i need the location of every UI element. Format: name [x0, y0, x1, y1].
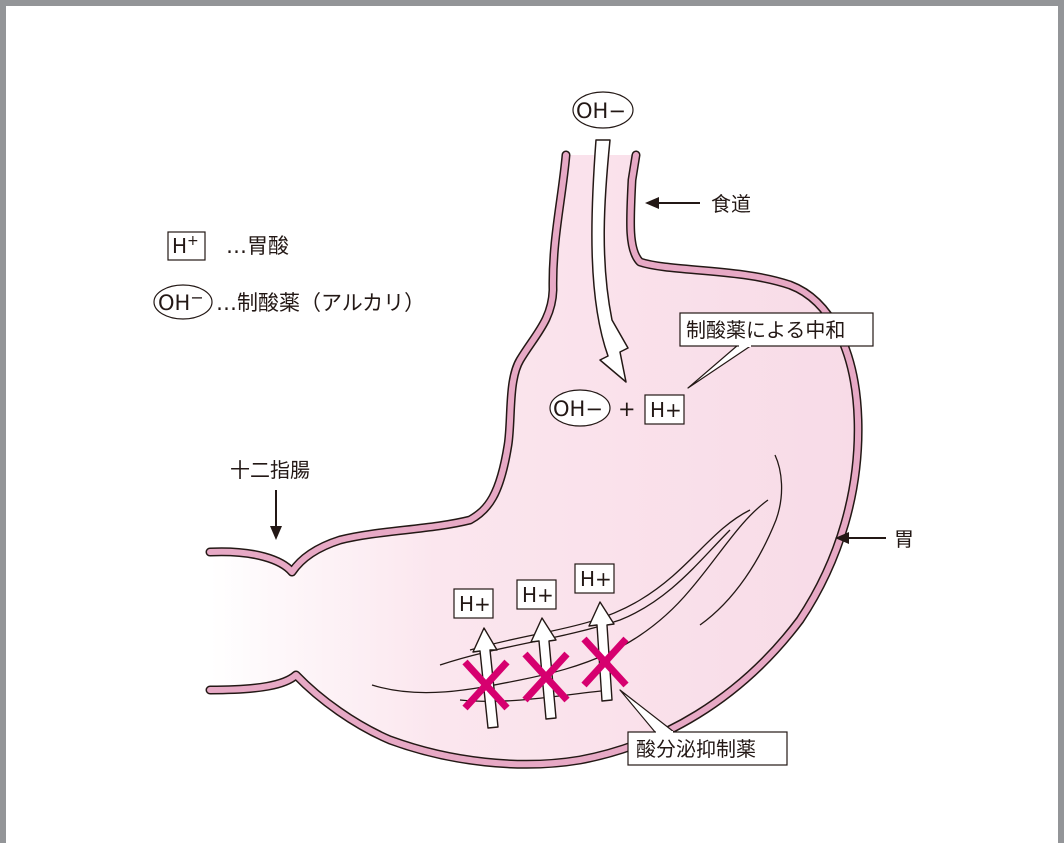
stomach-label: 胃 — [894, 527, 914, 551]
acid-label-1: H+ — [459, 592, 491, 616]
esophagus-label-group: 食道 — [645, 192, 751, 216]
legend-antacid-desc: …制酸薬（アルカリ） — [216, 291, 425, 315]
legend-acid: H+ …胃酸 — [168, 232, 289, 260]
reaction-plus: + — [618, 397, 636, 421]
reaction-left: OH− — [553, 397, 603, 421]
neutralization-label: 制酸薬による中和 — [686, 318, 845, 342]
acid-suppressant-label: 酸分泌抑制薬 — [636, 737, 756, 761]
antacid-input: OH− — [573, 92, 633, 128]
oh-input-label: OH− — [576, 99, 626, 123]
acid-label-2: H+ — [522, 583, 554, 607]
legend-antacid: OH− …制酸薬（アルカリ） — [154, 285, 425, 319]
legend-acid-desc: …胃酸 — [226, 234, 289, 258]
legend: H+ …胃酸 OH− …制酸薬（アルカリ） — [154, 232, 425, 319]
duodenum-label: 十二指腸 — [230, 458, 310, 482]
acid-label-3: H+ — [580, 567, 612, 591]
esophagus-label: 食道 — [711, 192, 751, 216]
duodenum-label-group: 十二指腸 — [230, 458, 310, 540]
reaction-right: H+ — [650, 398, 682, 422]
